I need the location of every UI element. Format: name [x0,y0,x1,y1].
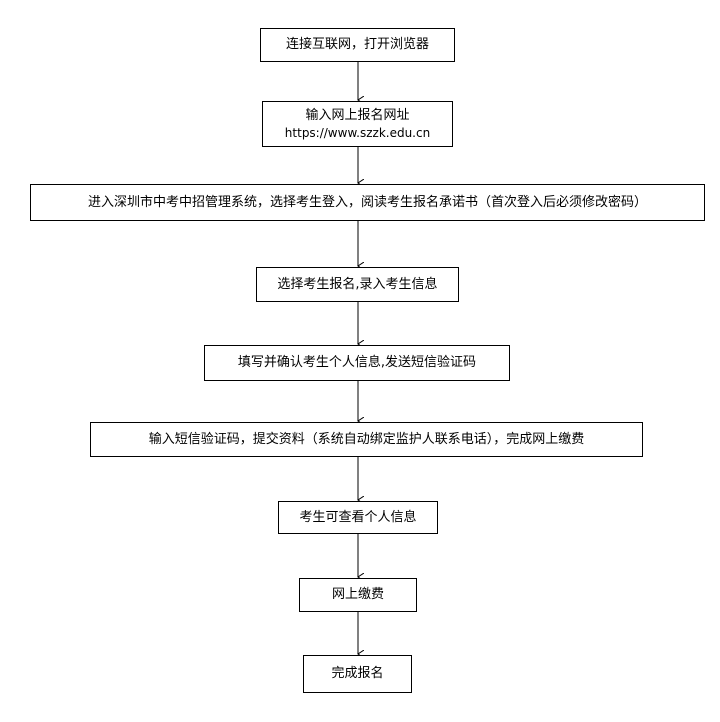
step-7-label: 考生可查看个人信息 [299,509,417,525]
step-view-info: 考生可查看个人信息 [278,501,438,534]
step-submit-materials: 输入短信验证码，提交资料（系统自动绑定监护人联系电话），完成网上缴费 [90,422,643,457]
step-2-label: 输入网上报名网址 [305,108,410,123]
step-online-payment: 网上缴费 [299,578,417,612]
step-4-label: 选择考生报名,录入考生信息 [277,276,438,292]
step-enter-url: 输入网上报名网址 https://www.szzk.edu.cn [262,101,453,147]
step-6-label: 输入短信验证码，提交资料（系统自动绑定监护人联系电话），完成网上缴费 [148,431,585,447]
step-enter-system: 进入深圳市中考中招管理系统，选择考生登入，阅读考生报名承诺书（首次登入后必须修改… [30,184,705,221]
step-connect-internet: 连接互联网，打开浏览器 [260,28,455,62]
step-complete: 完成报名 [303,655,412,693]
step-5-label: 填写并确认考生个人信息,发送短信验证码 [237,355,477,370]
registration-url: https://www.szzk.edu.cn [284,126,431,140]
step-3-label: 进入深圳市中考中招管理系统，选择考生登入，阅读考生报名承诺书（首次登入后必须修改… [87,194,647,210]
step-1-label: 连接互联网，打开浏览器 [285,37,429,52]
step-8-label: 网上缴费 [331,587,384,602]
step-confirm-info: 填写并确认考生个人信息,发送短信验证码 [204,345,510,381]
step-select-registration: 选择考生报名,录入考生信息 [256,267,459,302]
step-9-label: 完成报名 [331,666,384,681]
